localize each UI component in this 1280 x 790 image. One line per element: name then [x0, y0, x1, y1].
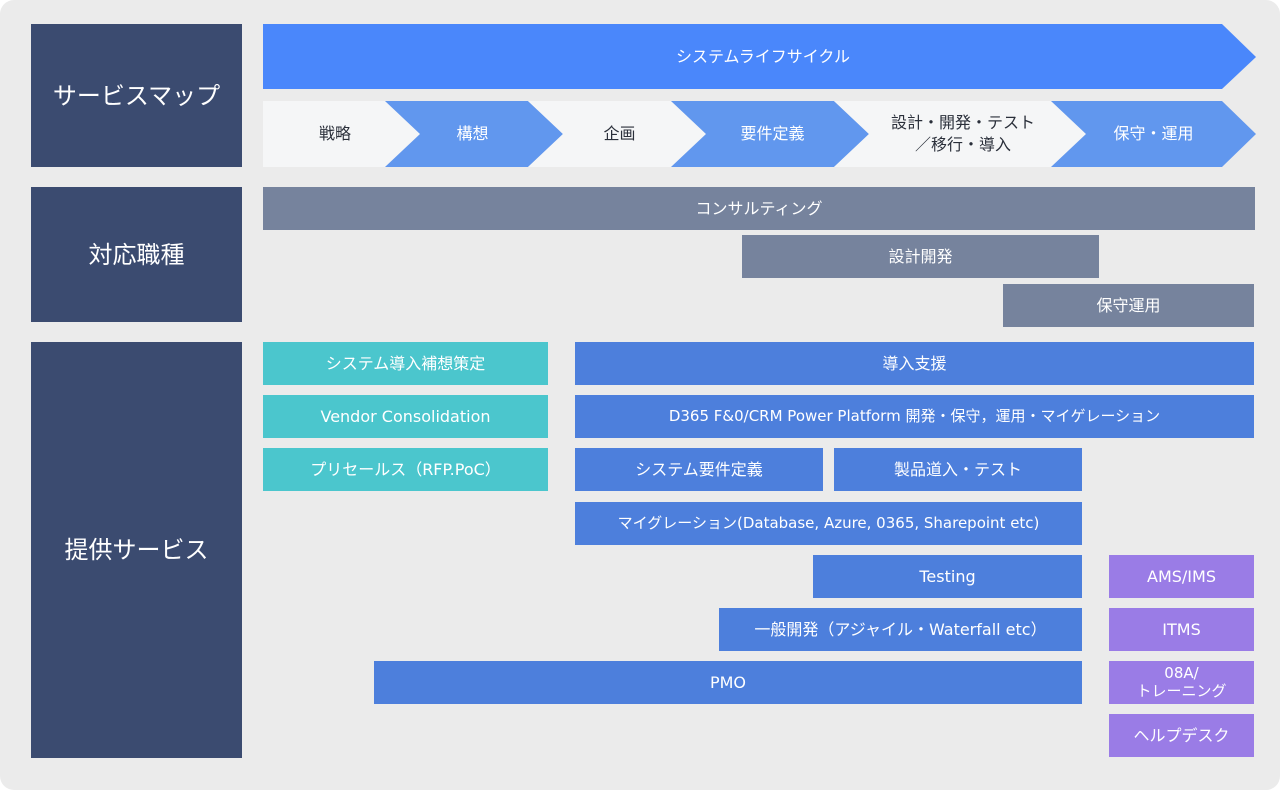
row-label-services: 提供サービス: [31, 342, 242, 758]
row-label-service-map: サービスマップ: [31, 24, 242, 167]
phase-arrow-requirements: [671, 101, 869, 167]
phase-arrow-design: [834, 101, 1086, 167]
service-pmo: PMO: [374, 661, 1082, 704]
lifecycle-title-arrow: [263, 24, 1256, 89]
service-training: 08A/ トレーニング: [1109, 661, 1254, 704]
phase-requirements: 要件定義: [740, 124, 805, 144]
phase-planning: 企画: [603, 124, 636, 144]
service-ams-ims: AMS/IMS: [1109, 555, 1254, 598]
role-consulting: コンサルティング: [263, 187, 1255, 230]
phase-arrow-maintenance: [1051, 101, 1256, 167]
row-label-roles: 対応職種: [31, 187, 242, 322]
phase-strategy: 戦略: [318, 124, 351, 144]
service-helpdesk: ヘルプデスク: [1109, 714, 1254, 757]
service-product-introduction-test: 製品道入・テスト: [834, 448, 1082, 491]
phase-arrow-planning: [528, 101, 706, 167]
service-system-requirements: システム要件定義: [575, 448, 823, 491]
phase-maintenance-operation: 保守・運用: [1113, 124, 1194, 144]
service-d365: D365 F&0/CRM Power Platform 開発・保守，運用・マイゲ…: [575, 395, 1254, 438]
service-vendor-consolidation: Vendor Consolidation: [263, 395, 548, 438]
role-maintenance-operation: 保守運用: [1003, 284, 1254, 327]
service-introduction-support: 導入支援: [575, 342, 1254, 385]
service-presales: プリセールス（RFP.PoC）: [263, 448, 548, 491]
phase-arrow-concept: [385, 101, 563, 167]
phase-design-dev-test: 設計・開発・テスト ／移行・導入: [890, 113, 1035, 154]
service-migration: マイグレーション(Database, Azure, 0365, Sharepoi…: [575, 502, 1082, 545]
phase-arrow-strategy: [263, 101, 420, 167]
service-general-development: 一般開発（アジャイル・Waterfall etc）: [719, 608, 1082, 651]
lifecycle-title: システムライフサイクル: [676, 46, 850, 66]
role-design-development: 設計開発: [742, 235, 1099, 278]
service-testing: Testing: [813, 555, 1082, 598]
lifecycle-arrows: [263, 24, 1256, 167]
phase-concept: 構想: [456, 124, 489, 144]
service-system-plan: システム導入補想策定: [263, 342, 548, 385]
service-itms: ITMS: [1109, 608, 1254, 651]
